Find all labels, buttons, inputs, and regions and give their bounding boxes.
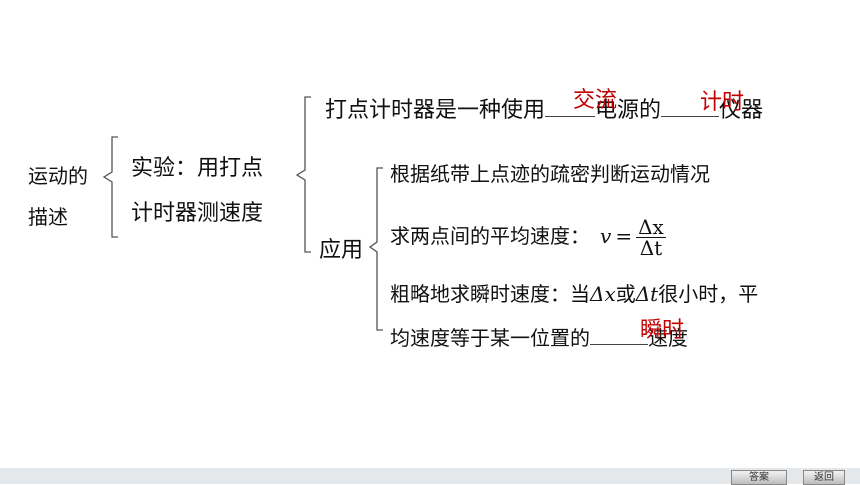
- answer-button[interactable]: 答案: [731, 470, 787, 485]
- item3-or: 或: [615, 282, 636, 306]
- item4-text-a: 均速度等于某一位置的: [390, 326, 590, 350]
- item3-delta-t: Δt: [635, 282, 659, 306]
- root-brace: [102, 136, 118, 238]
- root-label-line2: 描述: [28, 205, 68, 229]
- root-label-line1: 运动的: [28, 164, 88, 188]
- blank-2: [661, 94, 720, 117]
- item3-text-b: 很小时，平: [658, 282, 759, 306]
- application-label: 应用: [319, 238, 364, 263]
- answer-instantaneous: 瞬时: [640, 318, 685, 343]
- item4-text-b: 速度: [648, 326, 688, 350]
- fraction-denominator: Δt: [639, 236, 663, 260]
- answer-ac: 交流: [573, 88, 618, 113]
- application-brace: [368, 167, 383, 331]
- fraction-numerator: Δx: [636, 215, 666, 239]
- experiment-label-line1: 实验：用打点: [131, 156, 264, 181]
- item3-delta-x: Δx: [590, 282, 616, 306]
- item2-prefix: 求两点间的平均速度：: [390, 224, 590, 248]
- equals-sign: =: [615, 224, 633, 248]
- timer-text-a: 打点计时器是一种使用: [325, 98, 546, 123]
- blank-3: [590, 324, 648, 345]
- timer-definition: 打点计时器是一种使用 电源的 仪器: [325, 92, 763, 124]
- velocity-symbol: v: [600, 224, 612, 248]
- timer-text-b: 电源的: [595, 98, 662, 123]
- experiment-brace: [295, 96, 311, 253]
- footer-bar: [0, 468, 860, 484]
- blank-1: [545, 94, 596, 117]
- experiment-label-line2: 计时器测速度: [131, 201, 264, 226]
- back-button[interactable]: 返回: [803, 470, 845, 485]
- answer-timing: 计时: [700, 90, 745, 115]
- item3-text-a: 粗略地求瞬时速度：当: [390, 282, 590, 306]
- timer-text-c: 仪器: [719, 98, 764, 123]
- application-item-1: 根据纸带上点迹的疏密判断运动情况: [390, 162, 710, 186]
- application-item-4: 均速度等于某一位置的 速度: [390, 322, 688, 351]
- application-item-3: 粗略地求瞬时速度：当Δx或Δt很小时，平: [390, 278, 758, 307]
